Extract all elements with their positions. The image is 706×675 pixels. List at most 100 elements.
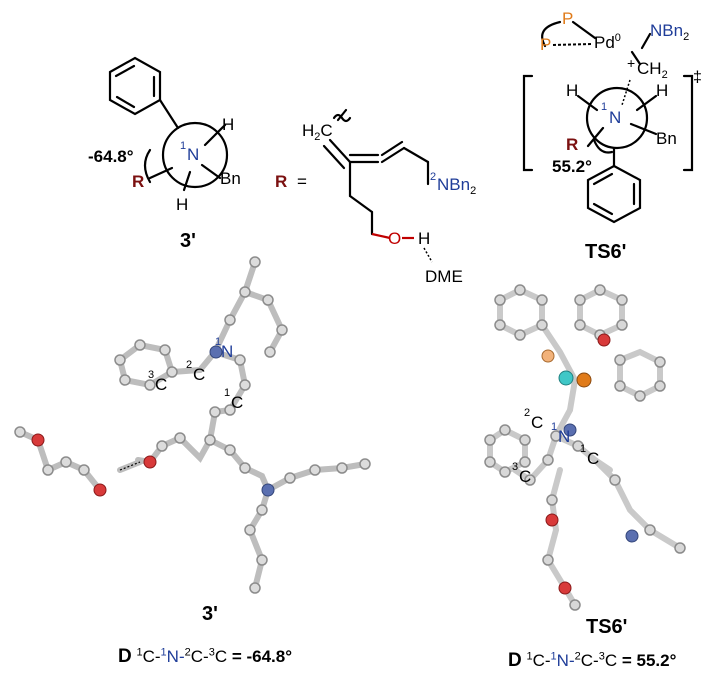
m3-n: N bbox=[221, 342, 233, 361]
bn-group: Bn bbox=[220, 169, 241, 188]
plus-charge: + bbox=[627, 55, 635, 71]
n2-superscript: 2 bbox=[430, 171, 436, 183]
ts6-oxygen-3 bbox=[558, 581, 572, 595]
ch2-group: CH2 bbox=[637, 59, 668, 81]
model-3-nitrogen-2 bbox=[261, 483, 275, 497]
wavy-bond bbox=[332, 113, 352, 123]
caption-right-s1: 1 bbox=[526, 650, 533, 663]
dihedral-value: -64.8° bbox=[88, 147, 134, 166]
caption-right-s4: 3 bbox=[598, 650, 605, 663]
m3-c2: C bbox=[193, 365, 205, 384]
ts6-phosphorus-1 bbox=[541, 349, 555, 363]
ts-dihedral-value: 55.2° bbox=[552, 157, 592, 176]
r-definition: R = H2C 2 NBn2 O H DME bbox=[275, 108, 476, 286]
ts6-nitrogen-1 bbox=[563, 423, 577, 437]
ts-nbn2: NBn2 bbox=[650, 21, 689, 43]
model-3-label: 3' bbox=[202, 603, 218, 625]
model-3-nitrogen-1 bbox=[209, 345, 223, 359]
ts-phenyl-ring bbox=[586, 164, 642, 224]
caption-left-d: D bbox=[118, 646, 132, 667]
phenyl-bond bbox=[158, 98, 180, 130]
m3-c3: C bbox=[155, 375, 167, 394]
newman-projection-3: -64.8° H H 1 N R Bn 3' bbox=[88, 56, 241, 252]
model-3-oxygen-2 bbox=[93, 483, 107, 497]
ts6-label: TS6' bbox=[585, 241, 626, 263]
dagger: ‡ bbox=[693, 69, 702, 86]
compound-label-3: 3' bbox=[180, 230, 196, 252]
ts6-phosphorus-2 bbox=[576, 372, 592, 388]
mts-c1: C bbox=[587, 449, 599, 468]
caption-left-s1: 1 bbox=[136, 646, 143, 659]
h-top: H bbox=[222, 115, 234, 134]
nbn2-group: NBn2 bbox=[437, 175, 476, 197]
dihedral-arc bbox=[143, 148, 152, 184]
n-superscript: 1 bbox=[180, 140, 186, 152]
caption-right: D 1C-1N-2C-3C = 55.2° bbox=[508, 650, 676, 672]
mts-c2: C bbox=[531, 413, 543, 432]
caption-right-s2: 1 bbox=[550, 650, 557, 663]
hydroxyl-h: H bbox=[418, 229, 430, 248]
ts6-oxygen-2 bbox=[545, 513, 559, 527]
n-atom: N bbox=[187, 145, 199, 164]
phosphorus-2: P bbox=[540, 35, 551, 54]
ts-h-right: H bbox=[656, 81, 668, 100]
mts-c3-sup: 3 bbox=[512, 461, 518, 473]
caption-right-a3: C- bbox=[580, 651, 599, 670]
ts-n-atom: N bbox=[609, 108, 621, 127]
caption-left-a3: C- bbox=[190, 647, 209, 666]
oxygen-atom: O bbox=[388, 229, 401, 248]
model-ts6: 2 C 1 N 1 C 3 C TS6' bbox=[484, 284, 686, 638]
caption-right-a2: N- bbox=[556, 651, 575, 670]
newman-circle bbox=[161, 121, 229, 189]
m3-n-sup: 1 bbox=[215, 336, 221, 348]
caption-right-a4: C bbox=[604, 651, 618, 670]
h2c-group: H2C bbox=[302, 121, 333, 143]
equals-sign: = bbox=[297, 172, 307, 191]
m3-c2-sup: 2 bbox=[186, 359, 192, 371]
caption-right-value: = 55.2° bbox=[617, 651, 677, 670]
ts-n-superscript: 1 bbox=[601, 101, 607, 113]
m3-c1: C bbox=[231, 393, 243, 412]
m3-c1-sup: 1 bbox=[224, 387, 230, 399]
dme-label: DME bbox=[425, 267, 463, 286]
caption-right-a1: C- bbox=[532, 651, 551, 670]
palladium: Pd0 bbox=[594, 32, 621, 52]
caption-right-d: D bbox=[508, 650, 522, 671]
r-label: R bbox=[275, 172, 287, 191]
caption-left-a4: C bbox=[214, 647, 228, 666]
caption-left-s2: 1 bbox=[160, 646, 167, 659]
mts-n-sup: 1 bbox=[551, 421, 557, 433]
model-ts6-label: TS6' bbox=[586, 616, 627, 638]
m3-c3-sup: 3 bbox=[148, 369, 154, 381]
ts6-oxygen-1 bbox=[597, 333, 611, 347]
ts6-palladium bbox=[558, 370, 574, 386]
caption-left-s3: 2 bbox=[184, 646, 191, 659]
mts-n: N bbox=[558, 427, 570, 446]
mts-c2-sup: 2 bbox=[524, 407, 530, 419]
model-3-bonds bbox=[17, 259, 368, 591]
r-group: R bbox=[132, 172, 144, 191]
caption-left-s4: 3 bbox=[208, 646, 215, 659]
ts6-structure: P P Pd0 NBn2 + CH2 ‡ H H 1 N R Bn 55.2° bbox=[522, 9, 702, 263]
right-bracket bbox=[682, 74, 694, 172]
caption-left-a2: N- bbox=[166, 647, 185, 666]
left-bracket bbox=[522, 74, 534, 172]
ts6-nitrogen-2 bbox=[625, 529, 639, 543]
caption-left-value: = -64.8° bbox=[227, 647, 293, 666]
model-3: 1 N 2 C 3 C 1 C 3' bbox=[14, 256, 371, 625]
h-bottom: H bbox=[176, 195, 188, 214]
ts-r-group: R bbox=[566, 135, 578, 154]
ts-bn-group: Bn bbox=[656, 129, 677, 148]
mts-c3: C bbox=[519, 467, 531, 486]
model-3-oxygen-1 bbox=[143, 455, 157, 469]
ligand-arc bbox=[541, 20, 562, 48]
mts-c1-sup: 1 bbox=[580, 443, 586, 455]
model-ts6-atoms bbox=[484, 284, 686, 611]
ts-newman-circle bbox=[585, 86, 649, 150]
phosphorus-1: P bbox=[562, 9, 573, 28]
caption-left-a1: C- bbox=[142, 647, 161, 666]
ts-dihedral-arc bbox=[592, 138, 614, 154]
model-3-oxygen-3 bbox=[31, 433, 45, 447]
ts-h-left: H bbox=[566, 81, 578, 100]
